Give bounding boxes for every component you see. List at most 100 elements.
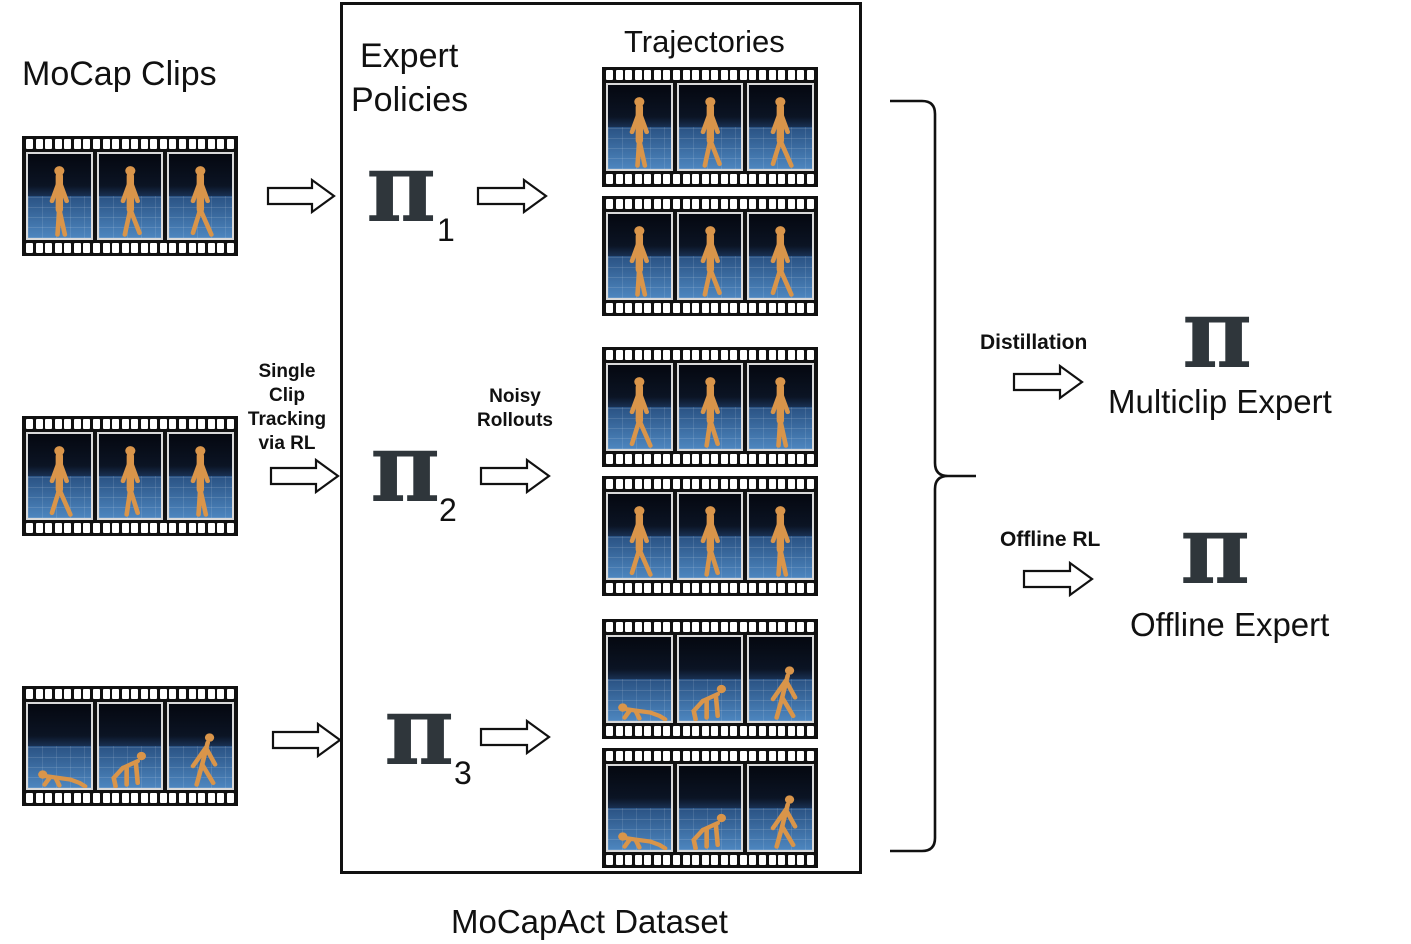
humanoid-frame-2	[676, 635, 744, 723]
humanoid-figure	[700, 377, 720, 448]
single-clip-line1: Single	[258, 361, 316, 382]
film-perforations	[26, 523, 234, 533]
humanoid-frame-3	[747, 492, 815, 580]
humanoid-frame-2	[676, 363, 744, 451]
film-perforations	[606, 350, 814, 360]
humanoid-frame-2	[96, 702, 164, 790]
multiclip-expert-label: Multiclip Expert	[1108, 383, 1332, 420]
humanoid-figure	[700, 506, 720, 577]
humanoid-figure	[629, 97, 650, 168]
arrow-pi2-to-trajectories	[479, 457, 551, 495]
film-strip-trajectory-2a	[602, 347, 818, 467]
film-strip-trajectory-2b	[602, 476, 818, 596]
pi-3-subscript: 3	[454, 755, 472, 791]
humanoid-figure	[49, 166, 70, 237]
humanoid-frame-1	[606, 764, 673, 852]
film-perforations	[26, 419, 234, 429]
film-perforations	[26, 139, 234, 149]
film-perforations	[606, 174, 814, 184]
humanoid-figure	[618, 832, 668, 850]
humanoid-figure	[618, 703, 668, 721]
humanoid-frame-3	[167, 432, 235, 520]
humanoid-figure	[700, 226, 722, 297]
humanoid-figure	[771, 666, 798, 720]
arrow-pi3-to-trajectories	[479, 718, 551, 756]
humanoid-frame-1	[606, 492, 673, 580]
humanoid-frame-2	[96, 152, 164, 240]
humanoid-figure	[120, 166, 142, 237]
dataset-label: MoCapAct Dataset	[451, 903, 728, 940]
humanoid-frame-3	[167, 702, 235, 790]
pi-2-subscript: 2	[439, 492, 457, 528]
film-strip-trajectory-3b	[602, 748, 818, 868]
noisy-line2: Rollouts	[477, 410, 553, 431]
film-strip-trajectory-1a	[602, 67, 818, 187]
humanoid-figure	[771, 795, 798, 849]
humanoid-figure	[700, 97, 722, 168]
film-perforations	[606, 70, 814, 80]
humanoid-frame-2	[676, 764, 744, 852]
film-perforations	[26, 793, 234, 803]
film-perforations	[606, 726, 814, 736]
film-perforations	[606, 199, 814, 209]
humanoid-figure	[690, 813, 726, 850]
single-clip-line3: Tracking	[247, 409, 327, 430]
film-strip-mocap-clip-1	[22, 136, 238, 256]
offline-rl-label: Offline RL	[1000, 528, 1101, 551]
film-strip-mocap-clip-2	[22, 416, 238, 536]
arrow-offline-rl	[1022, 560, 1094, 598]
humanoid-frame-1	[26, 432, 93, 520]
humanoid-figure	[120, 446, 140, 517]
humanoid-figure	[771, 377, 791, 448]
film-perforations	[606, 855, 814, 865]
humanoid-figure	[771, 226, 795, 297]
humanoid-frame-2	[676, 212, 744, 300]
humanoid-frame-1	[606, 635, 673, 723]
humanoid-frame-1	[26, 702, 93, 790]
humanoid-frame-3	[747, 635, 815, 723]
film-perforations	[606, 583, 814, 593]
humanoid-frame-3	[167, 152, 235, 240]
film-strip-trajectory-1b	[602, 196, 818, 316]
film-perforations	[26, 689, 234, 699]
humanoid-figure	[629, 226, 650, 297]
humanoid-frame-3	[747, 764, 815, 852]
film-perforations	[606, 479, 814, 489]
humanoid-frame-1	[606, 212, 673, 300]
humanoid-figure	[49, 446, 73, 517]
arrow-distillation	[1012, 363, 1084, 401]
expert-policies-title-line1: Expert	[360, 37, 459, 75]
humanoid-figure	[191, 166, 215, 237]
pi-2-symbol: π	[370, 411, 441, 524]
arrow-clip1-to-pi1	[266, 177, 336, 215]
humanoid-frame-3	[747, 83, 815, 171]
arrow-clip2-to-pi2	[269, 457, 340, 495]
pi-1-subscript: 1	[437, 212, 455, 248]
humanoid-figure	[629, 506, 653, 577]
mocap-clips-title: MoCap Clips	[22, 55, 217, 93]
film-perforations	[606, 303, 814, 313]
humanoid-figure	[110, 751, 146, 788]
offline-expert-label: Offline Expert	[1130, 606, 1330, 643]
trajectories-title: Trajectories	[624, 24, 785, 59]
film-perforations	[606, 454, 814, 464]
film-perforations	[26, 243, 234, 253]
film-strip-trajectory-3a	[602, 619, 818, 739]
humanoid-frame-1	[606, 363, 673, 451]
humanoid-figure	[771, 97, 795, 168]
right-brace	[890, 99, 976, 853]
film-strip-mocap-clip-3	[22, 686, 238, 806]
arrow-clip3-to-pi3	[271, 721, 342, 759]
noisy-rollouts-label: Noisy Rollouts	[470, 385, 560, 433]
film-perforations	[606, 622, 814, 632]
humanoid-figure	[771, 506, 791, 577]
humanoid-frame-2	[676, 492, 744, 580]
arrow-pi1-to-trajectories	[476, 177, 548, 215]
humanoid-frame-2	[676, 83, 744, 171]
single-clip-line2: Clip	[269, 385, 305, 406]
expert-policies-title-line2: Policies	[351, 81, 469, 119]
humanoid-figure	[690, 684, 726, 721]
offline-pi-symbol: π	[1180, 493, 1251, 606]
humanoid-figure	[191, 733, 218, 787]
